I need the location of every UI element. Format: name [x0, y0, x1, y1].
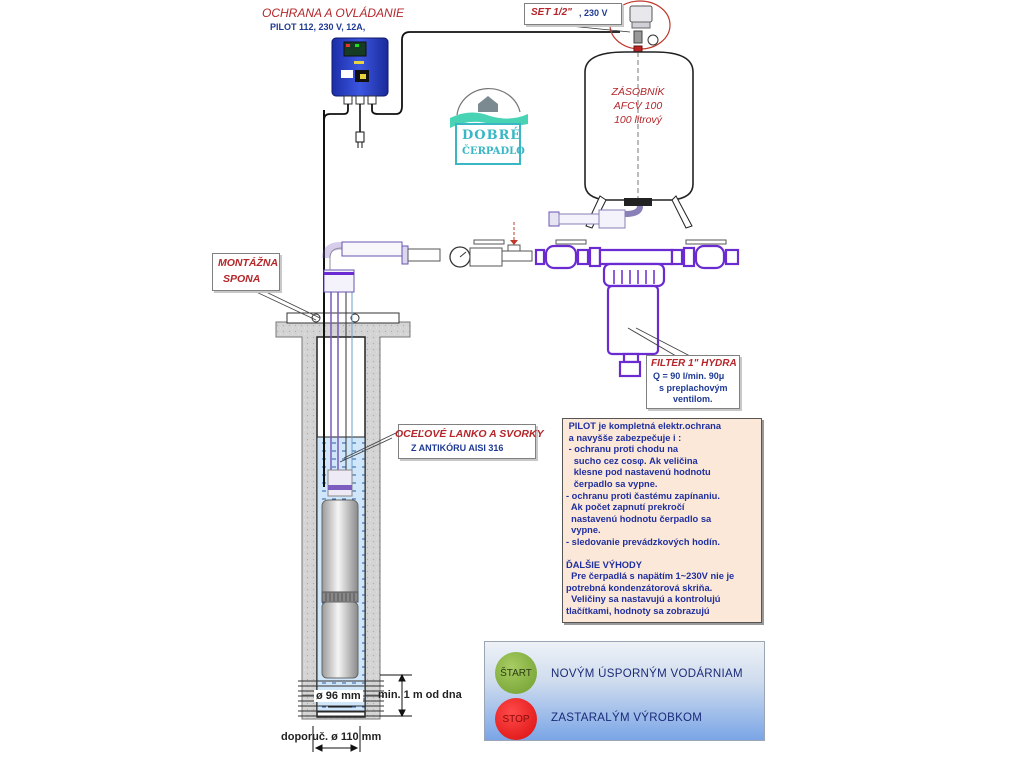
controller-title: OCHRANA A OVLÁDANIE — [262, 6, 405, 20]
steel-cable-title: OCEĽOVÉ LANKO A SVORKY — [395, 428, 544, 440]
info-line: - ochranu proti chodu na — [566, 444, 679, 455]
info-line: - sledovanie prevádzkových hodín. — [566, 536, 720, 547]
pressure-switch-callout: SET 1/2" , 230 V — [524, 3, 622, 25]
pressure-switch-voltage: , 230 V — [579, 8, 608, 18]
start-badge-text: ŠTART — [500, 667, 532, 679]
pressure-tank — [548, 51, 694, 229]
filter-desc-1: s preplachovým — [659, 383, 728, 393]
min-depth-label: min. 1 m od dna — [378, 689, 462, 701]
info-line: sucho cez cosφ. Ak veličina — [566, 455, 698, 466]
info-line: klesne pod nastavenú hodnotu — [566, 467, 711, 478]
stop-badge-text: STOP — [502, 713, 530, 725]
steel-cable-callout: OCEĽOVÉ LANKO A SVORKY Z ANTIKÓRU AISI 3… — [395, 424, 544, 459]
pilot-controller — [323, 31, 620, 148]
info-line: Ak počet zapnutí prekročí — [566, 502, 685, 513]
filter-callout: FILTER 1" HYDRA Q = 90 l/min. 90μ s prep… — [646, 355, 740, 409]
steel-cable-subtitle: Z ANTIKÓRU AISI 316 — [411, 443, 504, 453]
start-stop-banner: ŠTART NOVÝM ÚSPORNÝM VODÁRNIAM STOP ZAST… — [484, 641, 765, 741]
tank-model: AFCV 100 — [613, 100, 663, 112]
mount-clamp-callout: MONTÁŽNA SPONA — [212, 253, 280, 291]
logo-line1: DOBRÉ — [462, 128, 522, 143]
filter-flow: Q = 90 l/min. 90μ — [653, 371, 725, 381]
info-line: PILOT je kompletná elektr.ochrana — [566, 421, 721, 431]
info-line: a navyšše zabezpečuje i : — [566, 432, 682, 443]
pilot-info-box: PILOT je kompletná elektr.ochrana a navy… — [562, 418, 762, 623]
info-line: Veličiny sa nastavujú a kontrolujú — [566, 594, 721, 605]
pressure-switch — [559, 0, 671, 53]
pipe-manifold — [401, 222, 740, 378]
info-line: potrebná kondenzátorová skriňa. — [566, 582, 713, 593]
info-line: nastavenú hodnotu čerpadlo sa — [566, 513, 712, 524]
logo-line2: ČERPADLO — [462, 146, 525, 157]
info-line — [566, 549, 758, 560]
pump-diameter-label: ø 96 mm — [314, 690, 363, 702]
submersible-pump — [321, 469, 359, 679]
stop-badge: STOP — [495, 698, 537, 740]
start-text: NOVÝM ÚSPORNÝM VODÁRNIAM — [551, 668, 743, 680]
mount-clamp-line1: MONTÁŽNA — [218, 257, 279, 269]
info-line: tlačítkami, hodnoty sa zobrazujú — [566, 605, 710, 616]
stop-text: ZASTARALÝM VÝROBKOM — [551, 712, 703, 724]
dimension-lines — [312, 673, 412, 752]
well-diameter-label: doporuč. ø 110 mm — [281, 731, 382, 743]
mount-clamp-line2: SPONA — [223, 273, 261, 285]
tank-name: ZÁSOBNÍK — [611, 86, 665, 98]
filter-title: FILTER 1" HYDRA — [651, 358, 737, 369]
info-line: - ochranu proti častému zapínaniu. — [566, 490, 720, 501]
filter-desc-2: ventilom. — [673, 394, 713, 404]
pressure-switch-label: SET 1/2" — [531, 7, 572, 18]
controller-model: PILOT 112, 230 V, 12A, — [270, 22, 366, 32]
info-line: Pre čerpadlá s napätím 1~230V nie je — [566, 571, 735, 582]
callout-leaders — [251, 289, 691, 463]
dobre-cerpadlo-logo — [450, 87, 528, 165]
info-heading: ĎALŠIE VÝHODY — [566, 559, 642, 570]
start-badge: ŠTART — [495, 652, 537, 694]
well-cover-plate — [286, 312, 400, 324]
info-line: vypne. — [566, 525, 601, 536]
info-line: čerpadlo sa vypne. — [566, 478, 658, 489]
tank-volume: 100 litrový — [614, 114, 662, 126]
power-plug-icon — [355, 131, 365, 143]
